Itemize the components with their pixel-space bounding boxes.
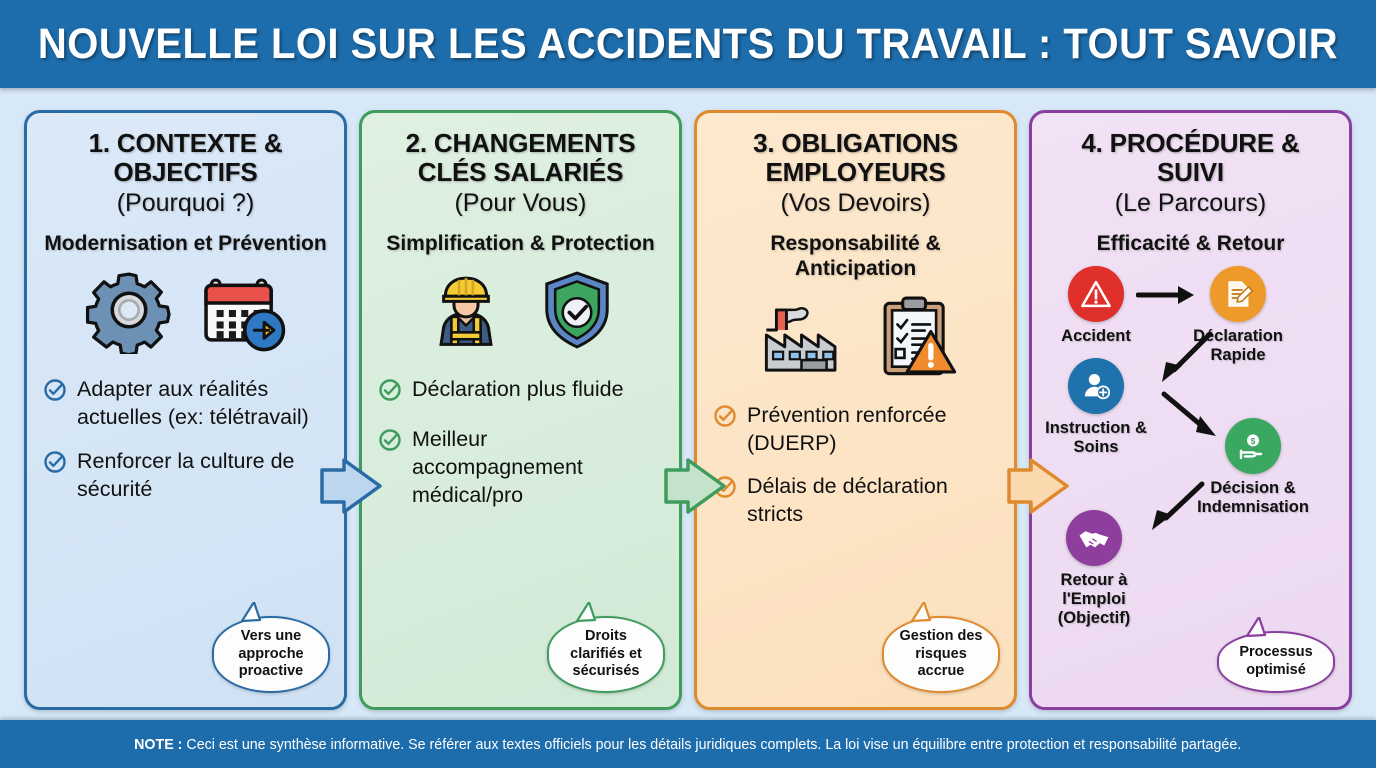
flow-arrow-right-icon — [1136, 286, 1194, 305]
worker-helmet-icon — [423, 267, 509, 358]
bullet-text: Délais de déclaration stricts — [747, 474, 948, 527]
card-2-title: 2. CHANGEMENTS CLÉS SALARIÉS — [405, 128, 636, 188]
flow-arrow-downleft-icon — [1162, 331, 1213, 383]
card-changements-salaries[interactable]: 2. CHANGEMENTS CLÉS SALARIÉS (Pour Vous)… — [359, 110, 682, 710]
card-2-bullets: Déclaration plus fluide Meilleur accompa… — [378, 376, 663, 526]
flow-arrow-downleft-2-icon — [1152, 481, 1205, 531]
money-hand-icon: $ — [1225, 418, 1281, 475]
page-header: NOUVELLE LOI SUR LES ACCIDENTS DU TRAVAI… — [0, 0, 1376, 88]
card-1-tagline: Modernisation et Prévention — [44, 232, 327, 256]
card-3-icons — [713, 292, 998, 384]
card-2-subtitle: (Pour Vous) — [454, 189, 587, 218]
list-item: Déclaration plus fluide — [378, 376, 663, 410]
handshake-icon — [1066, 510, 1122, 567]
flow-label: Instruction & Soins — [1045, 419, 1147, 457]
bullet-text: Prévention renforcée (DUERP) — [747, 402, 947, 455]
flow-arrow-downright-icon — [1161, 391, 1216, 437]
flow-label: Accident — [1061, 327, 1131, 346]
connector-arrow-3-4-icon — [1007, 458, 1069, 514]
list-item: Meilleur accompagnement médical/pro — [378, 426, 663, 510]
card-3-bullets: Prévention renforcée (DUERP) Délais de d… — [713, 402, 998, 546]
card-1-bullets: Adapter aux réalités actuelles (ex: télé… — [43, 376, 328, 520]
bubble-text: Vers une approche proactive — [238, 627, 304, 680]
bubble-text: Processus optimisé — [1239, 644, 1313, 678]
page-footer: NOTE : Ceci est une synthèse informative… — [0, 720, 1376, 768]
card-3-tagline: Responsabilité & Anticipation — [770, 232, 941, 281]
flow-node-decision: $ Décision & Indemnisation — [1188, 418, 1318, 517]
bullet-text: Renforcer la culture de sécurité — [77, 449, 295, 502]
bullet-text: Meilleur accompagnement médical/pro — [412, 427, 583, 508]
bubble-text: Droits clarifiés et sécurisés — [570, 627, 642, 680]
page-title: NOUVELLE LOI SUR LES ACCIDENTS DU TRAVAI… — [37, 19, 1339, 68]
bubble-tail — [910, 601, 932, 622]
card-1-icons — [43, 266, 328, 358]
callout-bubble: Gestion des risques accrue — [882, 601, 1000, 693]
flow-node-accident: Accident — [1044, 266, 1148, 346]
list-item: Adapter aux réalités actuelles (ex: télé… — [43, 376, 328, 432]
list-item: Délais de déclaration stricts — [713, 473, 998, 529]
flow-label: Retour à l'Emploi (Objectif) — [1057, 571, 1131, 628]
flow-label: Déclaration Rapide — [1193, 327, 1283, 365]
check-circle-icon — [378, 378, 402, 410]
bubble-text: Gestion des risques accrue — [899, 627, 983, 680]
factory-icon — [753, 291, 845, 384]
card-1-title: 1. CONTEXTE & OBJECTIFS — [88, 128, 283, 188]
svg-text:$: $ — [1251, 437, 1256, 446]
warning-triangle-icon — [1068, 266, 1124, 323]
card-1-subtitle: (Pourquoi ?) — [116, 189, 255, 218]
shield-check-icon — [535, 268, 619, 357]
card-4-tagline: Efficacité & Retour — [1096, 232, 1285, 256]
person-care-icon — [1068, 358, 1124, 415]
callout-bubble: Droits clarifiés et sécurisés — [547, 601, 665, 693]
callout-bubble: Vers une approche proactive — [212, 601, 330, 693]
card-procedure-suivi[interactable]: 4. PROCÉDURE & SUIVI (Le Parcours) Effic… — [1029, 110, 1352, 710]
card-3-title: 3. OBLIGATIONS EMPLOYEURS — [753, 128, 958, 188]
card-3-subtitle: (Vos Devoirs) — [780, 189, 931, 218]
card-obligations-employeurs[interactable]: 3. OBLIGATIONS EMPLOYEURS (Vos Devoirs) … — [694, 110, 1017, 710]
footer-note: NOTE : Ceci est une synthèse informative… — [134, 736, 1241, 753]
check-circle-icon — [378, 428, 402, 460]
check-circle-icon — [713, 404, 737, 436]
check-circle-icon — [43, 450, 67, 482]
card-4-title: 4. PROCÉDURE & SUIVI — [1081, 128, 1300, 188]
bullet-text: Déclaration plus fluide — [412, 377, 624, 402]
bubble-tail — [575, 601, 597, 622]
flow-label: Décision & Indemnisation — [1197, 479, 1309, 517]
bubble-tail — [240, 601, 262, 622]
card-4-subtitle: (Le Parcours) — [1114, 189, 1267, 218]
list-item: Renforcer la culture de sécurité — [43, 448, 328, 504]
document-edit-icon — [1210, 266, 1266, 323]
connector-arrow-1-2-icon — [320, 458, 382, 514]
check-circle-icon — [43, 378, 67, 410]
card-2-tagline: Simplification & Protection — [386, 232, 655, 256]
footer-note-label: NOTE : — [134, 735, 183, 753]
card-contexte-objectifs[interactable]: 1. CONTEXTE & OBJECTIFS (Pourquoi ?) Mod… — [24, 110, 347, 710]
flow-node-retour-emploi: Retour à l'Emploi (Objectif) — [1042, 510, 1146, 628]
procedure-flow-diagram: Accident Déclaration Rapide Instruction … — [1045, 262, 1333, 697]
calendar-forward-icon — [199, 266, 287, 359]
list-item: Prévention renforcée (DUERP) — [713, 402, 998, 458]
callout-bubble: Processus optimisé — [1217, 617, 1335, 693]
bullet-text: Adapter aux réalités actuelles (ex: télé… — [77, 377, 309, 430]
flow-node-declaration: Déclaration Rapide — [1186, 266, 1290, 365]
bubble-tail — [1245, 617, 1267, 637]
clipboard-warning-icon — [871, 291, 959, 384]
footer-note-text: Ceci est une synthèse informative. Se ré… — [186, 735, 1242, 753]
cards-container: 1. CONTEXTE & OBJECTIFS (Pourquoi ?) Mod… — [0, 88, 1376, 720]
flow-node-instruction: Instruction & Soins — [1044, 358, 1148, 457]
card-2-icons — [378, 266, 663, 358]
gear-icon — [85, 266, 173, 359]
connector-arrow-2-3-icon — [664, 458, 726, 514]
